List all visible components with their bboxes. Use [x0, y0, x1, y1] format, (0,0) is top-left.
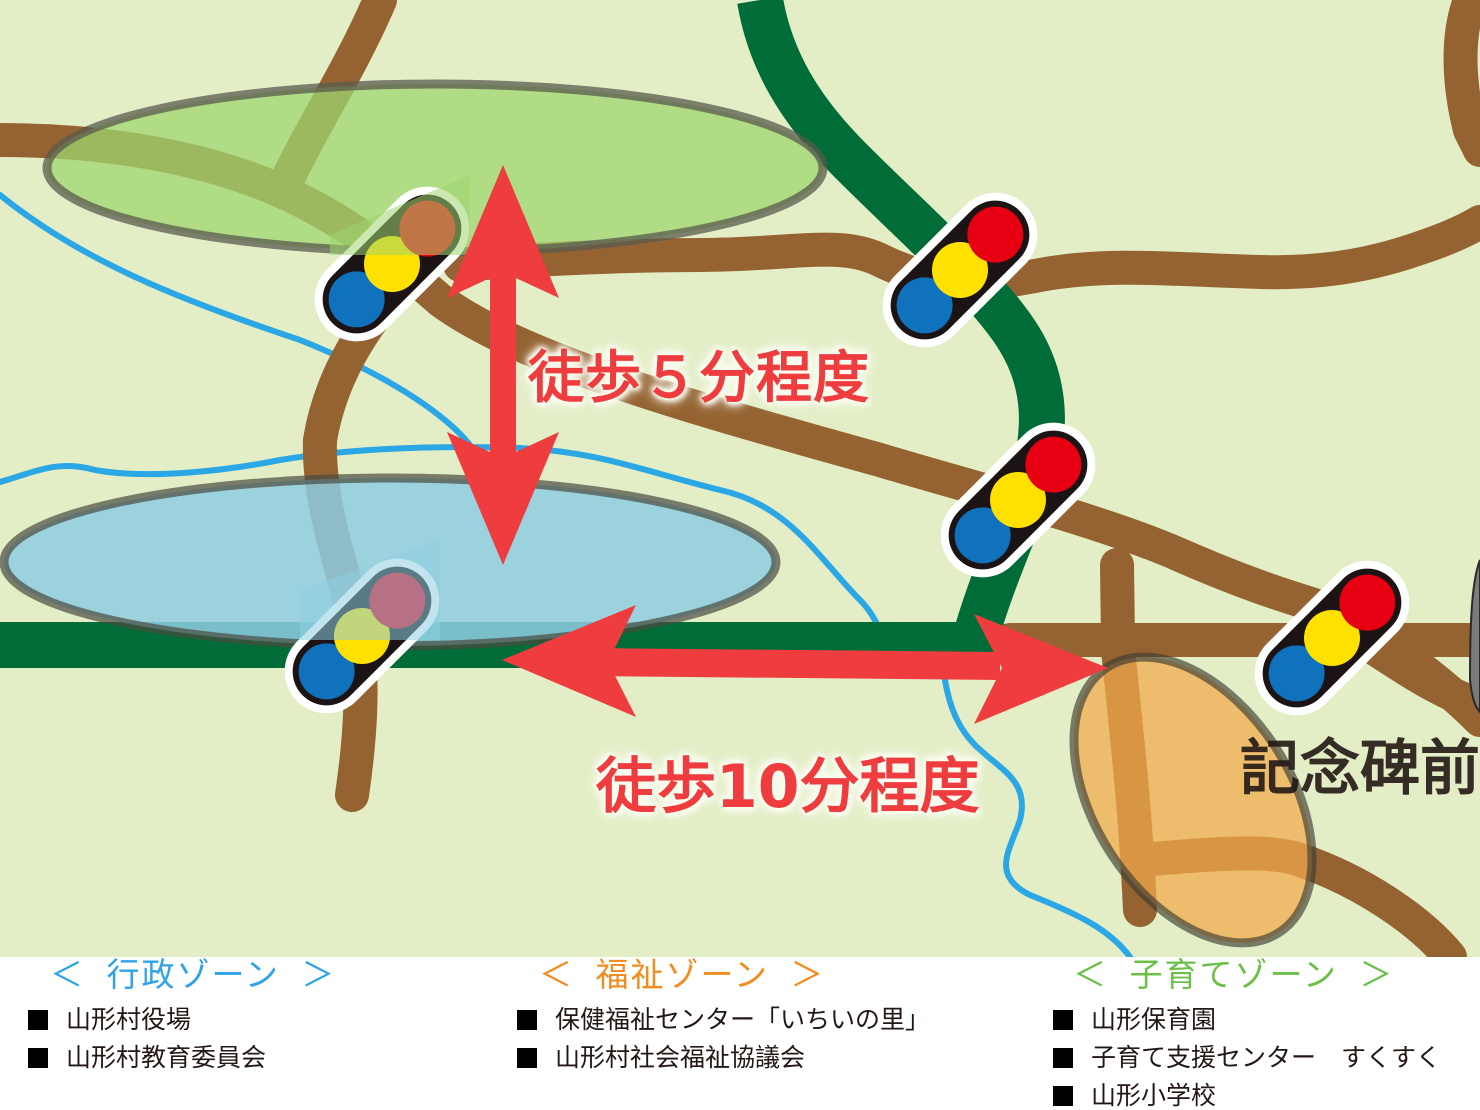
- walk-10-minutes-label: 徒歩10分程度: [596, 752, 980, 822]
- walk-5-arrow-icon: [447, 165, 559, 565]
- walk-5-minutes-label: 徒歩５分程度: [528, 346, 870, 411]
- list-item: 子育て支援センター すくすく: [1053, 1039, 1441, 1077]
- zone-legend-gyosei: ＜ 行政ゾーン ＞ 山形村役場 山形村教育委員会: [28, 957, 336, 1077]
- square-bullet-icon: [1053, 1010, 1073, 1030]
- zone-title-text: 子育てゾーン: [1129, 955, 1338, 994]
- zone-legend-kosodate: ＜ 子育てゾーン ＞ 山形保育園 子育て支援センター すくすく 山形小学校: [1053, 957, 1441, 1110]
- area-map: 徒歩５分程度 徒歩10分程度 記念碑前: [0, 0, 1480, 957]
- zone-title-text: 行政ゾーン: [106, 955, 280, 994]
- list-item: 山形村役場: [28, 1001, 336, 1039]
- zone-title: ＜ 行政ゾーン ＞: [50, 955, 337, 994]
- list-item: 山形村社会福祉協議会: [517, 1039, 930, 1077]
- square-bullet-icon: [517, 1048, 537, 1068]
- square-bullet-icon: [1053, 1086, 1073, 1106]
- square-bullet-icon: [28, 1010, 48, 1030]
- zone-fukushi: [1069, 652, 1317, 948]
- monument-icon: [1468, 559, 1480, 714]
- zone-title: ＜ 福祉ゾーン ＞: [539, 955, 826, 994]
- zone-title: ＜ 子育てゾーン ＞: [1073, 955, 1395, 994]
- square-bullet-icon: [1053, 1048, 1073, 1068]
- zone-legend-fukushi: ＜ 福祉ゾーン ＞ 保健福祉センター「いちいの里」 山形村社会福祉協議会: [517, 957, 930, 1077]
- list-item: 山形保育園: [1053, 1001, 1441, 1039]
- landmark-label: 記念碑前: [1240, 734, 1480, 804]
- list-item: 保健福祉センター「いちいの里」: [517, 1001, 930, 1039]
- square-bullet-icon: [28, 1048, 48, 1068]
- list-item: 山形小学校: [1053, 1077, 1441, 1110]
- list-item: 山形村教育委員会: [28, 1039, 336, 1077]
- zone-legend: ＜ 行政ゾーン ＞ 山形村役場 山形村教育委員会 ＜ 福祉ゾーン ＞ 保健福祉セ…: [0, 957, 1480, 1110]
- zone-overlay-tint: [300, 175, 470, 640]
- zone-title-text: 福祉ゾーン: [595, 955, 769, 994]
- walk-10-arrow-icon: [502, 605, 1108, 724]
- square-bullet-icon: [517, 1010, 537, 1030]
